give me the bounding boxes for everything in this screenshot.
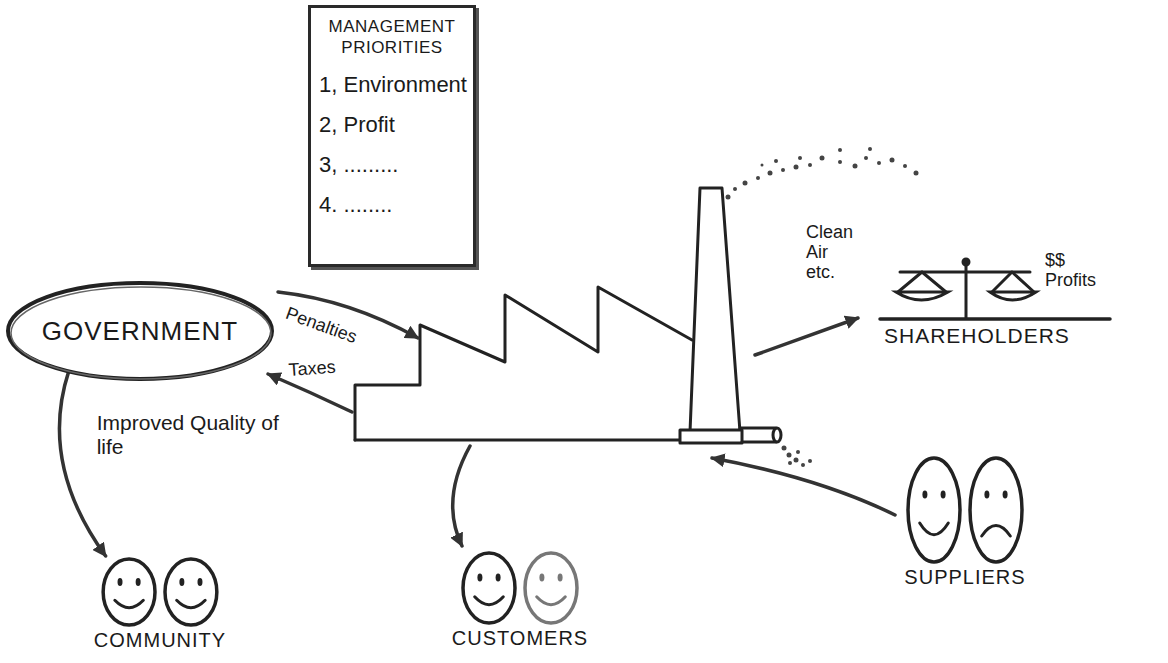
face-icon bbox=[525, 553, 577, 623]
ellipse-node: GOVERNMENT bbox=[5, 280, 275, 382]
outflow-pipe bbox=[740, 428, 776, 442]
flow-label: Clean Air etc. bbox=[806, 222, 858, 282]
stakeholder-group: COMMUNITY bbox=[75, 556, 245, 652]
chimney bbox=[690, 188, 740, 432]
priority-item: 4. ........ bbox=[317, 192, 467, 218]
face-icons bbox=[75, 556, 245, 628]
stakeholder-name: SHAREHOLDERS bbox=[884, 326, 1070, 346]
face-icon bbox=[463, 553, 515, 623]
customers-arrow bbox=[453, 446, 470, 546]
factory-floor bbox=[355, 439, 690, 442]
flow-label: Taxes bbox=[288, 357, 336, 380]
face-icons bbox=[430, 550, 610, 626]
pipe-mouth bbox=[773, 428, 781, 442]
flow-label: Penalties bbox=[283, 303, 359, 347]
ellipse-text: GOVERNMENT bbox=[42, 316, 238, 347]
flow-label: $$ Profits bbox=[1045, 250, 1107, 290]
smoke-dots bbox=[726, 147, 919, 200]
priority-item: 3, ......... bbox=[317, 152, 467, 178]
factory-base bbox=[680, 430, 742, 443]
taxes-arrow bbox=[268, 374, 352, 412]
face-icon bbox=[908, 458, 960, 562]
edge-label: Improved Quality of life bbox=[97, 411, 297, 459]
face-icon bbox=[103, 559, 155, 625]
group-name: COMMUNITY bbox=[75, 628, 245, 652]
outflow-dots bbox=[782, 446, 813, 468]
priority-box: MANAGEMENT PRIORITIES 1, Environment 2, Pr… bbox=[308, 5, 476, 267]
suppliers-arrow bbox=[712, 458, 895, 515]
node-label: GOVERNMENT bbox=[42, 316, 238, 347]
face-icon bbox=[165, 559, 217, 625]
face-icons bbox=[870, 455, 1060, 565]
group-name: SUPPLIERS bbox=[870, 565, 1060, 589]
flow-connector bbox=[59, 371, 105, 556]
factory-outline bbox=[355, 287, 692, 440]
group-name: CUSTOMERS bbox=[430, 626, 610, 650]
shareholders-arrow bbox=[755, 318, 858, 355]
box-heading: MANAGEMENT PRIORITIES bbox=[317, 16, 467, 58]
priority-item: 2, Profit bbox=[317, 112, 467, 138]
stakeholder-group: CUSTOMERS bbox=[430, 550, 610, 650]
face-icon bbox=[970, 458, 1022, 562]
priority-item: 1, Environment bbox=[317, 72, 467, 98]
stakeholder-group: SUPPLIERS bbox=[870, 455, 1060, 589]
